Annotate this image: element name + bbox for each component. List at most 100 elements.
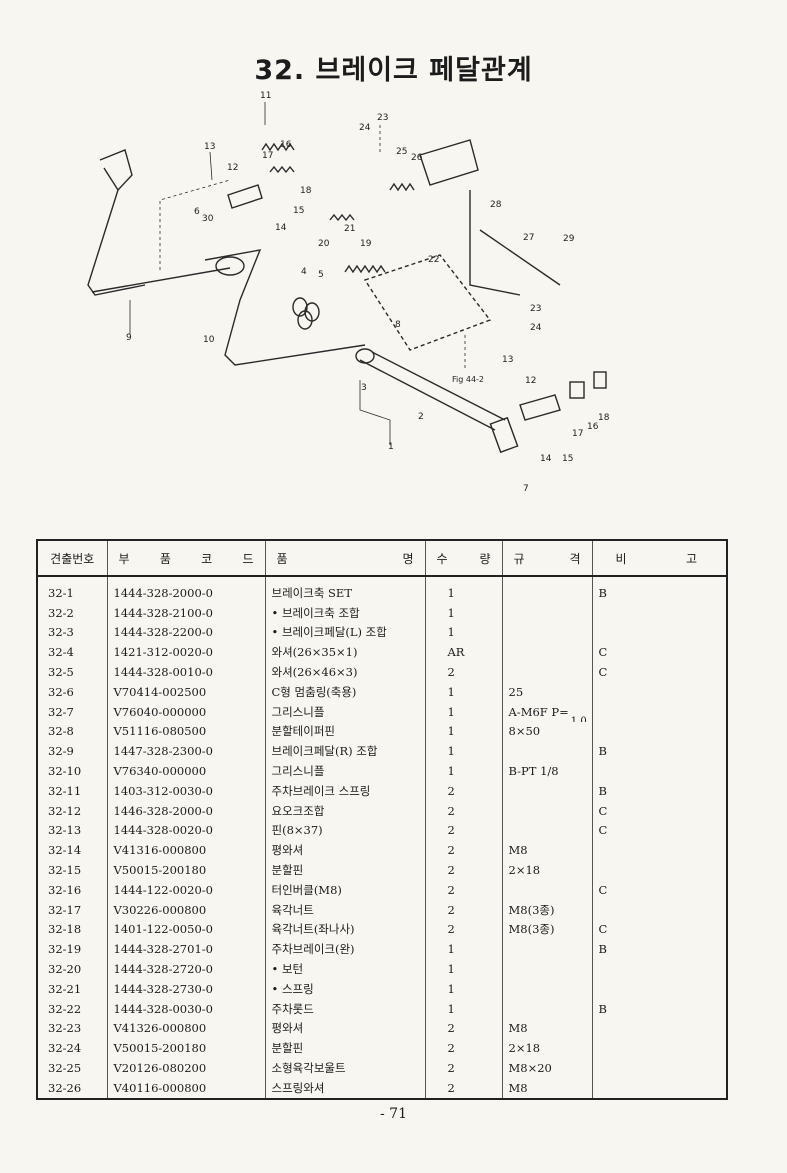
cell-qty: 1 [424,998,502,1019]
cell-note: B [591,741,727,762]
cell-part-code: V51116-080500 [106,721,265,742]
cell-qty: 2 [424,820,502,841]
cell-spec [501,576,592,603]
cell-no: 32-16 [48,882,82,897]
svg-text:13: 13 [204,142,215,152]
svg-text:28: 28 [490,200,502,210]
cell-note [591,1077,727,1099]
cell-name: • 브레이크페달(L) 조합 [264,622,425,643]
svg-text:5: 5 [318,270,324,280]
cell-part-code: V76340-000000 [106,761,265,781]
svg-text:18: 18 [598,413,610,423]
cell-part-code: 1446-328-2000-0 [106,800,265,821]
cell-no: 32-2 [48,605,74,620]
cell-name: 터인버클(M8) [264,879,425,900]
cell-qty: 1 [424,576,502,603]
cell-part-code: 1444-328-0030-0 [106,998,265,1019]
svg-text:23: 23 [530,304,541,314]
cell-spec [501,622,592,643]
cell-spec: M8 [501,1077,592,1099]
page-number: - 71 [380,1106,407,1122]
cell-qty: 2 [424,899,502,920]
cell-note: C [591,820,727,841]
cell-qty: 2 [424,1077,502,1099]
cell-no: 32-10 [48,764,82,779]
cell-spec: M8(3종) [501,919,592,940]
svg-text:8: 8 [395,320,401,330]
cell-qty: 1 [424,622,502,643]
cell-spec [501,602,592,623]
cell-part-code: V20126-080200 [106,1058,265,1078]
cell-no: 32-20 [48,962,82,977]
cell-note [591,602,727,623]
cell-part-code: 1444-328-2100-0 [106,602,265,623]
cell-qty: 1 [424,721,502,742]
cell-qty: 2 [424,780,502,801]
cell-name: 분할핀 [264,1038,425,1059]
cell-no: 32-6 [48,684,74,699]
cell-no: 32-3 [48,625,74,640]
cell-qty: 1 [424,939,502,960]
cell-note [591,701,727,722]
cell-part-code: 1444-122-0020-0 [106,879,265,900]
svg-text:14: 14 [275,223,287,233]
cell-note: B [591,576,727,603]
cell-name: 육각너트 [264,899,425,920]
cell-qty: 2 [424,919,502,940]
svg-text:12: 12 [227,163,238,173]
svg-text:30: 30 [202,214,214,224]
cell-spec: B-PT 1/8 [501,761,592,781]
cell-part-code: V41326-000800 [106,1018,265,1039]
cell-name: 소형육각보울트 [264,1058,425,1078]
cell-note: C [591,642,727,663]
cell-qty: 1 [424,761,502,781]
cell-part-code: V50015-200180 [106,1038,265,1059]
svg-text:17: 17 [572,429,583,439]
cell-part-code: V41316-000800 [106,840,265,861]
svg-text:23: 23 [377,113,388,123]
cell-spec [501,978,592,999]
cell-no: 32-9 [48,744,74,759]
svg-text:12: 12 [525,376,536,386]
svg-text:26: 26 [411,153,423,163]
cell-qty: 1 [424,681,502,702]
cell-note: C [591,879,727,900]
parking-bracket [419,139,479,186]
svg-text:15: 15 [562,454,573,464]
svg-text:18: 18 [300,186,312,196]
cell-qty: 2 [424,800,502,821]
cell-spec [501,820,592,841]
cell-note: B [591,998,727,1019]
cell-note [591,1058,727,1078]
svg-text:24: 24 [530,323,542,333]
svg-text:21: 21 [344,224,355,234]
cell-no: 32-25 [48,1061,82,1076]
cell-qty: 1 [424,701,502,722]
cell-note: C [591,800,727,821]
cell-name: 브레이크축 SET [264,576,425,603]
cell-name: 분할핀 [264,860,425,880]
cell-name: 와셔(26×35×1) [264,642,425,663]
cell-note: C [591,919,727,940]
cell-name: 주차브레이크 스프링 [264,780,425,801]
pedal-left-arm [87,149,146,296]
cell-no: 32-17 [48,902,82,917]
cell-no: 32-5 [48,665,74,680]
cell-name: C형 멈춤링(축용) [264,681,425,702]
cell-no: 32-22 [48,1001,82,1016]
cell-qty: 1 [424,741,502,762]
